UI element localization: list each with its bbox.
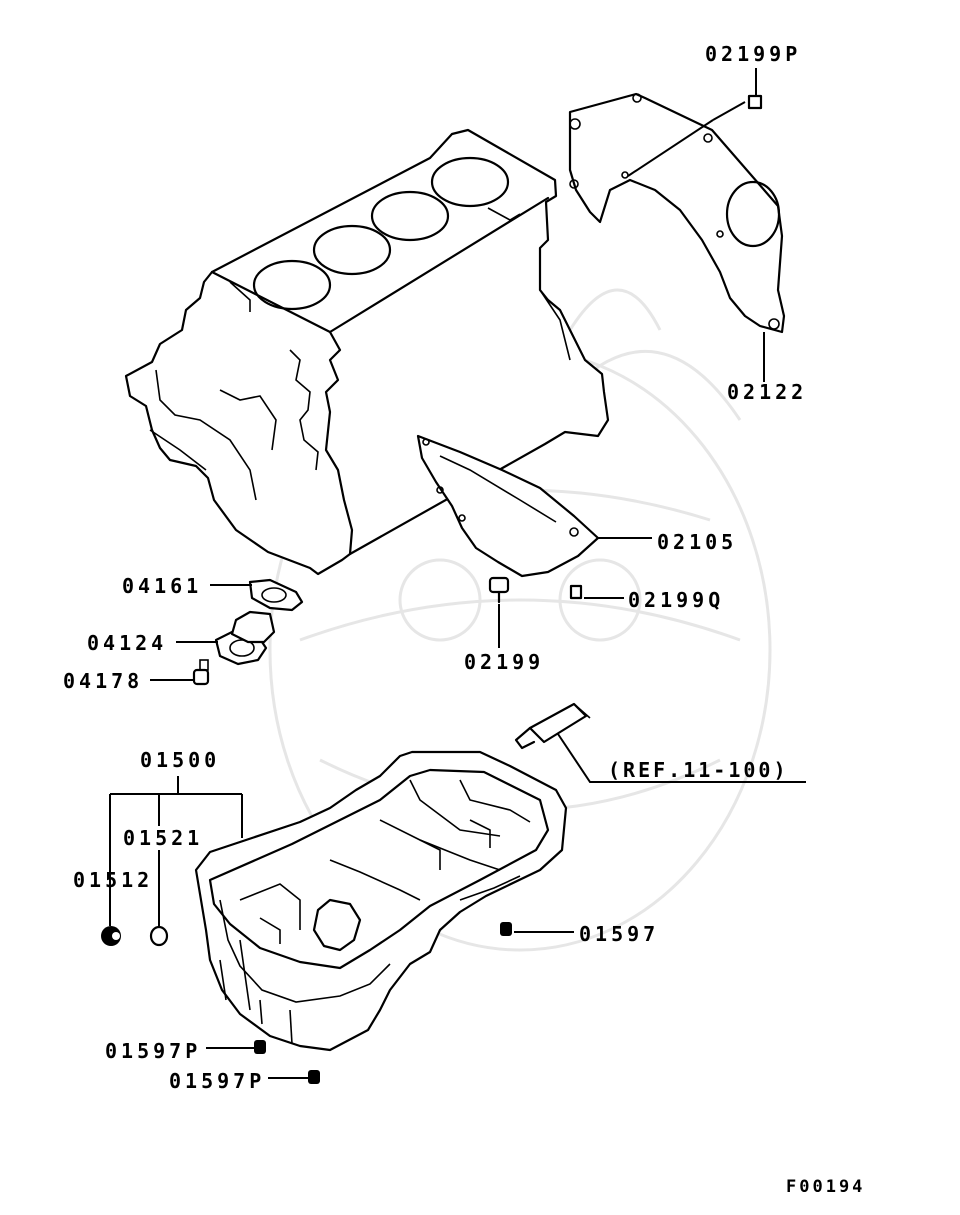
- bolt-01597: [500, 922, 512, 936]
- bolt-01597P-a: [254, 1040, 266, 1054]
- bolt-04178: [192, 659, 210, 686]
- part-label-04124: 04124: [87, 631, 168, 655]
- bolt-01597P-b: [308, 1070, 320, 1084]
- drain-plug-01512: [101, 926, 121, 946]
- part-label-02199: 02199: [464, 650, 545, 674]
- part-label-01597: 01597: [579, 922, 660, 946]
- part-label-04178: 04178: [63, 669, 144, 693]
- reference-label: (REF.11-100): [608, 758, 789, 782]
- part-label-04161: 04161: [122, 574, 203, 598]
- bolt-02199Q: [569, 584, 583, 600]
- rear-plate: [568, 92, 786, 334]
- part-label-01512: 01512: [73, 868, 154, 892]
- part-label-01500: 01500: [140, 748, 221, 772]
- gasket-04161: [248, 578, 304, 612]
- part-label-01597P-a: 01597P: [105, 1039, 202, 1063]
- leader-lines: [109, 68, 806, 1079]
- bolt-02199: [488, 576, 510, 604]
- part-label-02199Q: 02199Q: [628, 588, 725, 612]
- front-cover: [416, 434, 600, 578]
- part-label-02122: 02122: [727, 380, 808, 404]
- part-label-01597P-b: 01597P: [169, 1069, 266, 1093]
- part-label-01521: 01521: [123, 826, 204, 850]
- figure-code: F00194: [786, 1177, 866, 1197]
- washer-01521: [149, 925, 169, 947]
- sealant-tube: [514, 702, 591, 750]
- part-label-02105: 02105: [657, 530, 738, 554]
- part-label-02199P: 02199P: [705, 42, 802, 66]
- strainer-04124: [214, 610, 276, 666]
- oil-pan: [194, 750, 568, 1052]
- bolt-02199P: [747, 94, 763, 110]
